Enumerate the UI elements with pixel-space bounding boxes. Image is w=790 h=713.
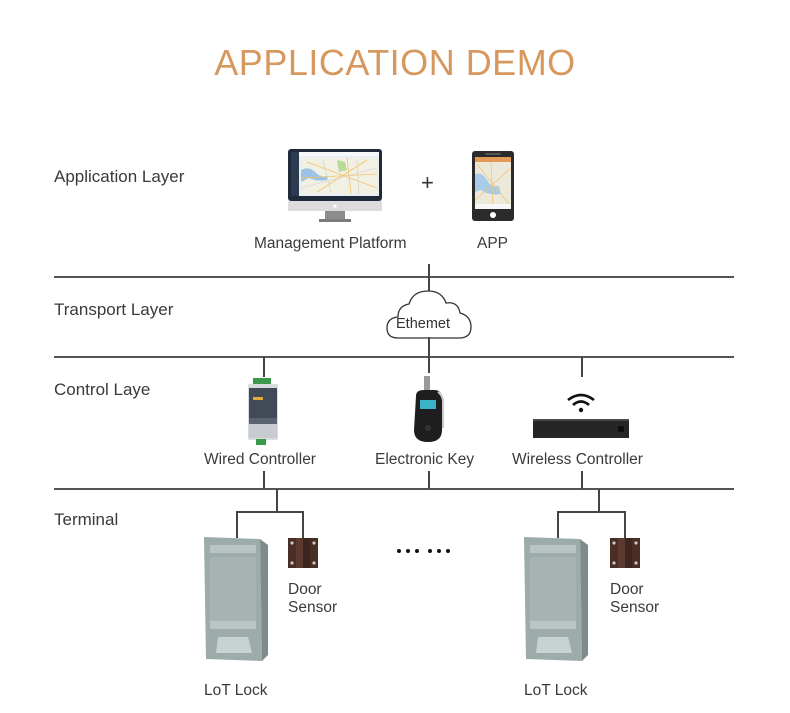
door-sensor-label-1: Door Sensor xyxy=(288,581,337,617)
dot xyxy=(446,549,450,553)
layer-label-control: Control Laye xyxy=(54,380,151,399)
connector-wired-controller-bottom xyxy=(263,471,265,489)
connector-wireless-bottom xyxy=(581,471,583,489)
connector-wireless-top xyxy=(581,357,583,377)
door-sensor-label-line2: Sensor xyxy=(288,599,338,616)
iot-lock-icon xyxy=(204,537,268,661)
terminal-1-sensor-drop xyxy=(302,511,304,538)
iot-lock-label-2: LoT Lock xyxy=(524,682,588,699)
divider-control-terminal xyxy=(54,488,734,490)
door-sensor-label-line1: Door xyxy=(288,581,322,598)
door-sensor-label-line2: Sensor xyxy=(610,599,660,616)
wireless-controller-label: Wireless Controller xyxy=(512,451,643,468)
terminal-2-trunk xyxy=(598,489,600,511)
app-label: APP xyxy=(477,235,509,252)
ellipsis-dots xyxy=(397,549,450,553)
monitor-icon xyxy=(288,149,382,222)
electronic-key-icon xyxy=(414,376,445,442)
dot xyxy=(437,549,441,553)
dot xyxy=(415,549,419,553)
terminal-1-trunk xyxy=(276,489,278,511)
connector-cloud-to-control xyxy=(428,337,430,357)
divider-application-transport xyxy=(54,276,734,278)
terminal-2-sensor-drop xyxy=(624,511,626,538)
dot xyxy=(428,549,432,553)
iot-lock-label-1: LoT Lock xyxy=(204,682,268,699)
connector-key-top xyxy=(428,357,430,373)
connector-app-to-cloud xyxy=(428,264,430,293)
iot-lock-icon xyxy=(524,537,588,661)
door-sensor-icon xyxy=(288,538,318,568)
divider-transport-control xyxy=(54,356,734,358)
wired-controller-label: Wired Controller xyxy=(204,451,316,468)
plus-sign: + xyxy=(421,170,434,195)
terminal-1-lock-drop xyxy=(236,511,238,538)
door-sensor-label-line1: Door xyxy=(610,581,644,598)
cloud-icon xyxy=(386,290,472,339)
layer-label-transport: Transport Layer xyxy=(54,300,174,319)
cloud-label: Ethemet xyxy=(396,316,450,332)
tablet-icon xyxy=(472,151,514,221)
connector-wired-controller-top xyxy=(263,357,265,377)
wireless-router-icon xyxy=(533,393,629,438)
door-sensor-icon xyxy=(610,538,640,568)
layer-label-terminal: Terminal xyxy=(54,510,119,529)
terminal-2-lock-drop xyxy=(557,511,559,538)
electronic-key-label: Electronic Key xyxy=(375,451,475,468)
dot xyxy=(406,549,410,553)
door-sensor-label-2: Door Sensor xyxy=(610,581,659,617)
terminal-2-branch xyxy=(557,511,625,513)
din-rail-controller-icon xyxy=(248,378,278,445)
dot xyxy=(397,549,401,553)
page-title: APPLICATION DEMO xyxy=(214,42,576,83)
management-platform-label: Management Platform xyxy=(254,235,407,252)
terminal-1-branch xyxy=(236,511,303,513)
connector-key-bottom xyxy=(428,471,430,489)
layer-label-application: Application Layer xyxy=(54,167,185,186)
